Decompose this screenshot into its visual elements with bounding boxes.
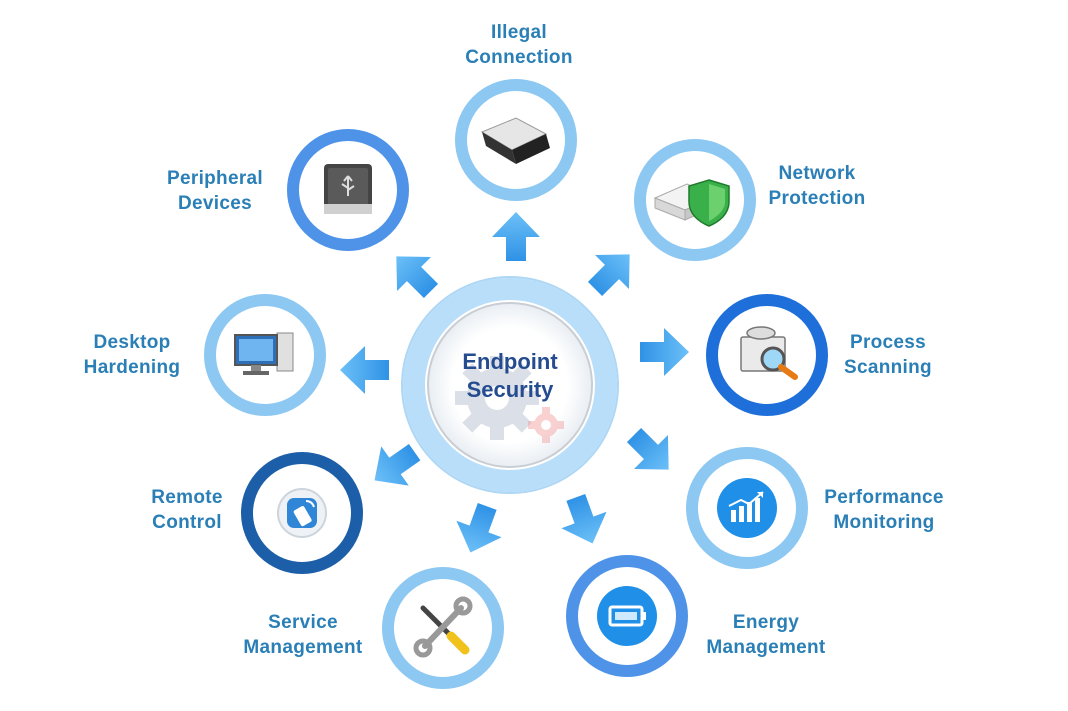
label-line1: Service — [268, 612, 338, 633]
arrow-to-illegal-connection — [492, 212, 540, 261]
bar-chart-trend-icon — [717, 478, 777, 538]
label-line2: Control — [152, 512, 222, 533]
label-line2: Monitoring — [833, 512, 935, 533]
label-line1: Energy — [732, 612, 800, 633]
label-network-protection: Network Protection — [769, 161, 866, 211]
ring-performance-monitoring — [686, 447, 808, 569]
label-line2: Management — [706, 637, 826, 658]
label-line2: Hardening — [83, 357, 181, 378]
label-remote-control: Remote Control — [151, 485, 222, 535]
ring-network-protection — [634, 139, 756, 261]
label-line1: Peripheral — [167, 168, 263, 189]
label-illegal-connection: Illegal Connection — [465, 20, 573, 70]
usb-drive-icon — [324, 164, 372, 214]
arrow-to-process-scanning — [640, 328, 689, 376]
arrow-to-desktop-hardening — [340, 346, 389, 394]
battery-icon — [597, 586, 657, 646]
label-performance-monitoring: Performance Monitoring — [824, 485, 943, 535]
disk-magnifier-icon — [740, 326, 798, 380]
label-line2: Management — [243, 637, 363, 658]
label-service-management: Service Management — [243, 610, 362, 660]
label-peripheral-devices: Peripheral Devices — [167, 166, 263, 216]
ring-peripheral-devices — [287, 129, 409, 251]
wrench-screwdriver-icon — [413, 596, 473, 658]
label-line1: Performance — [824, 487, 944, 508]
arrow-to-energy-management — [561, 494, 607, 544]
arrow-to-performance-monitoring — [626, 427, 669, 470]
label-process-scanning: Process Scanning — [844, 330, 932, 380]
ring-illegal-connection — [455, 79, 577, 201]
arrow-to-peripheral-devices — [396, 256, 439, 299]
ring-energy-management — [566, 555, 688, 677]
remote-control-icon — [277, 488, 327, 538]
ring-process-scanning — [706, 294, 828, 416]
label-line1: Network — [778, 163, 856, 184]
center-title-line2: Security — [466, 377, 554, 402]
center-title-line1: Endpoint — [462, 349, 558, 374]
label-line1: Illegal — [491, 22, 547, 43]
desktop-computer-icon — [234, 332, 294, 375]
arrow-to-remote-control — [374, 444, 421, 486]
label-line1: Desktop — [93, 332, 171, 353]
label-energy-management: Energy Management — [706, 610, 825, 660]
arrow-to-service-management — [456, 503, 502, 553]
label-line2: Devices — [178, 193, 252, 214]
label-line2: Scanning — [844, 357, 932, 378]
center-title: Endpoint Security — [462, 348, 557, 404]
label-line2: Connection — [465, 47, 573, 68]
label-line1: Process — [849, 332, 927, 353]
label-line2: Protection — [768, 188, 866, 209]
router-shield-icon — [653, 179, 730, 227]
small-gear-icon — [528, 407, 564, 443]
label-desktop-hardening: Desktop Hardening — [84, 330, 181, 380]
arrow-to-network-protection — [587, 254, 630, 297]
usb-dongle-icon — [480, 117, 550, 164]
ring-service-management — [382, 567, 504, 689]
ring-desktop-hardening — [204, 294, 326, 416]
center-circle — [401, 276, 619, 494]
label-line1: Remote — [151, 487, 223, 508]
ring-remote-control — [241, 452, 363, 574]
